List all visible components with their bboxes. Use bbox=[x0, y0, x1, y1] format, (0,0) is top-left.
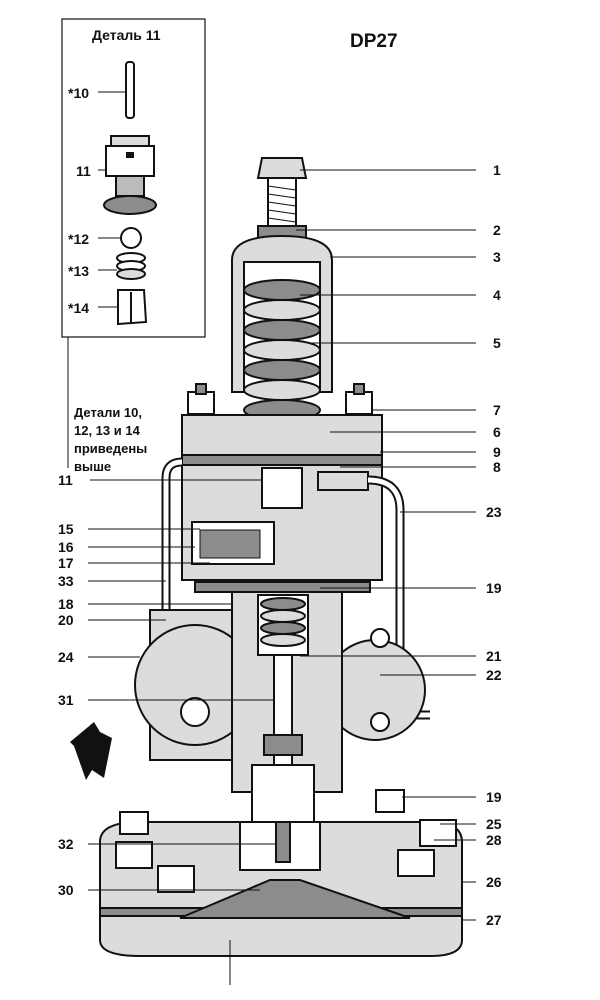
callout-label: 25 bbox=[486, 816, 502, 832]
callout-label: 16 bbox=[58, 539, 74, 555]
inset-part-11-plug bbox=[103, 135, 157, 215]
inset-label-list: *10 11 *12 *13 *14 bbox=[68, 85, 91, 316]
inset-label: *13 bbox=[68, 263, 89, 279]
callout-label: 6 bbox=[493, 424, 501, 440]
callout-label: 17 bbox=[58, 555, 74, 571]
callout-label: 30 bbox=[58, 882, 74, 898]
callout-label: 9 bbox=[493, 444, 501, 460]
inset-label: *12 bbox=[68, 231, 89, 247]
diagram-title: DP27 bbox=[350, 31, 398, 52]
callout-label: 20 bbox=[58, 612, 74, 628]
callout-label: 18 bbox=[58, 596, 74, 612]
inset-label: *14 bbox=[68, 300, 89, 316]
callout-label: 31 bbox=[58, 692, 74, 708]
callout-label: 3 bbox=[493, 249, 501, 265]
callout-label: 21 bbox=[486, 648, 502, 664]
callout-label: 2 bbox=[493, 222, 501, 238]
note-text: Детали 10, 12, 13 и 14 приведены выше bbox=[74, 405, 147, 474]
note-line: 12, 13 и 14 bbox=[74, 423, 141, 438]
inset-part-14-clip bbox=[117, 289, 148, 326]
inset-label: 11 bbox=[76, 163, 91, 179]
callout-label: 27 bbox=[486, 912, 502, 928]
right-callouts: 1 2 3 4 5 7 6 9 8 23 19 21 22 19 25 28 2… bbox=[486, 162, 502, 928]
callout-label: 32 bbox=[58, 836, 74, 852]
note-line: приведены bbox=[74, 441, 147, 456]
flow-arrow bbox=[70, 722, 112, 780]
callout-label: 5 bbox=[493, 335, 501, 351]
callout-label: 15 bbox=[58, 521, 74, 537]
left-callouts: 11 15 16 17 33 18 20 24 31 32 30 bbox=[58, 472, 74, 898]
inset-part-13-spring bbox=[116, 252, 146, 280]
callout-label: 22 bbox=[486, 667, 502, 683]
callout-label: 24 bbox=[58, 649, 74, 665]
valve-cutaway bbox=[70, 157, 463, 985]
callout-label: 4 bbox=[493, 287, 501, 303]
callout-label: 19 bbox=[486, 789, 502, 805]
callout-label: 26 bbox=[486, 874, 502, 890]
callout-label: 33 bbox=[58, 573, 74, 589]
inset-label: *10 bbox=[68, 85, 89, 101]
note-line: Детали 10, bbox=[74, 405, 142, 420]
callout-label: 28 bbox=[486, 832, 502, 848]
inset-part-10-pin bbox=[125, 61, 135, 119]
callout-label: 23 bbox=[486, 504, 502, 520]
callout-label: 11 bbox=[58, 472, 73, 488]
callout-label: 7 bbox=[493, 402, 501, 418]
inset-box bbox=[61, 18, 206, 338]
callout-label: 19 bbox=[486, 580, 502, 596]
inset-part-12-ball bbox=[120, 227, 142, 249]
callout-label: 8 bbox=[493, 459, 501, 475]
note-line: выше bbox=[74, 459, 111, 474]
callout-label: 1 bbox=[493, 162, 501, 178]
stem-spring bbox=[257, 594, 309, 656]
inset-heading: Деталь 11 bbox=[92, 27, 161, 43]
